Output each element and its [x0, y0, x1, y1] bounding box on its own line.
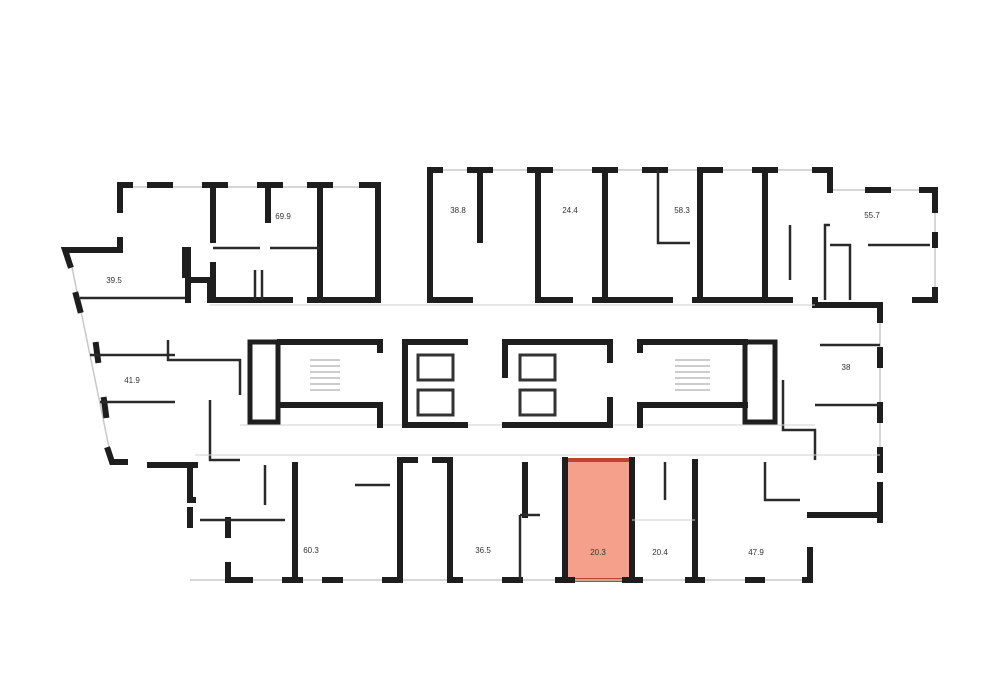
unit-highlight-20-3[interactable] [564, 458, 633, 582]
unit-area-label: 38.8 [450, 206, 466, 215]
unit-area-label: 39.5 [106, 276, 122, 285]
unit-area-label: 36.5 [475, 546, 491, 555]
unit-area-label: 60.3 [303, 546, 319, 555]
stair-right-steps [675, 359, 710, 391]
elevator [416, 353, 455, 382]
unit-area-label: 20.4 [652, 548, 668, 557]
unit-area-label: 47.9 [748, 548, 764, 557]
unit-labels: 69.9 39.5 38.8 24.4 58.3 55.7 41.9 38 60… [106, 206, 880, 557]
unit-area-label: 69.9 [275, 212, 291, 221]
unit-area-label: 38 [842, 363, 851, 372]
unit-area-label: 24.4 [562, 206, 578, 215]
core [247, 339, 778, 428]
unit-area-label: 55.7 [864, 211, 880, 220]
windows [67, 169, 936, 581]
interior-walls [80, 167, 930, 583]
unit-area-label: 41.9 [124, 376, 140, 385]
elevator [518, 388, 557, 417]
stair-left-steps [310, 359, 340, 391]
unit-area-label: 58.3 [674, 206, 690, 215]
stair-left [247, 339, 281, 425]
stair-right [742, 339, 778, 425]
elevator [518, 353, 557, 382]
elevator [416, 388, 455, 417]
unit-area-label: 20.3 [590, 548, 606, 557]
exterior-walls [60, 167, 938, 583]
